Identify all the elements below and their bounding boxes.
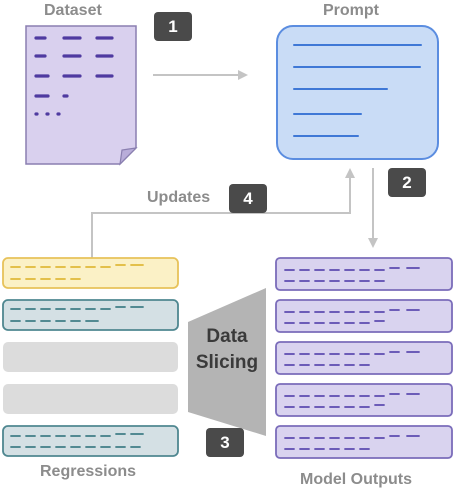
model-output-row (275, 257, 453, 291)
step-badge-3: 3 (206, 428, 244, 457)
regression-gray-2 (3, 384, 178, 414)
model-outputs-label: Model Outputs (300, 471, 412, 488)
step-badge-4: 4 (229, 184, 267, 213)
prompt-label: Prompt (323, 2, 379, 19)
dataset-document (25, 25, 138, 166)
data-slicing-funnel (188, 288, 266, 436)
model-output-row (275, 341, 453, 375)
model-output-row (275, 425, 453, 459)
regression-teal-bottom (2, 425, 179, 457)
model-output-row (275, 383, 453, 417)
arrow-updates (91, 168, 355, 258)
prompt-lines (293, 44, 422, 137)
regression-teal-top (2, 299, 179, 331)
data-slicing-line1: Data (206, 326, 248, 347)
data-slicing-label: Data Slicing (190, 324, 264, 376)
dataset-lines (34, 36, 114, 116)
regressions-label: Regressions (40, 463, 137, 480)
step-badge-1: 1 (154, 12, 192, 41)
prompt-card (276, 25, 439, 160)
regression-gray-1 (3, 342, 178, 372)
step-badge-2: 2 (388, 168, 426, 197)
model-output-row (275, 299, 453, 333)
dataset-label: Dataset (44, 2, 102, 19)
regression-yellow (2, 257, 179, 289)
data-slicing-line2: Slicing (195, 352, 259, 373)
model-outputs-stack (275, 257, 453, 459)
updates-label: Updates (147, 189, 211, 206)
